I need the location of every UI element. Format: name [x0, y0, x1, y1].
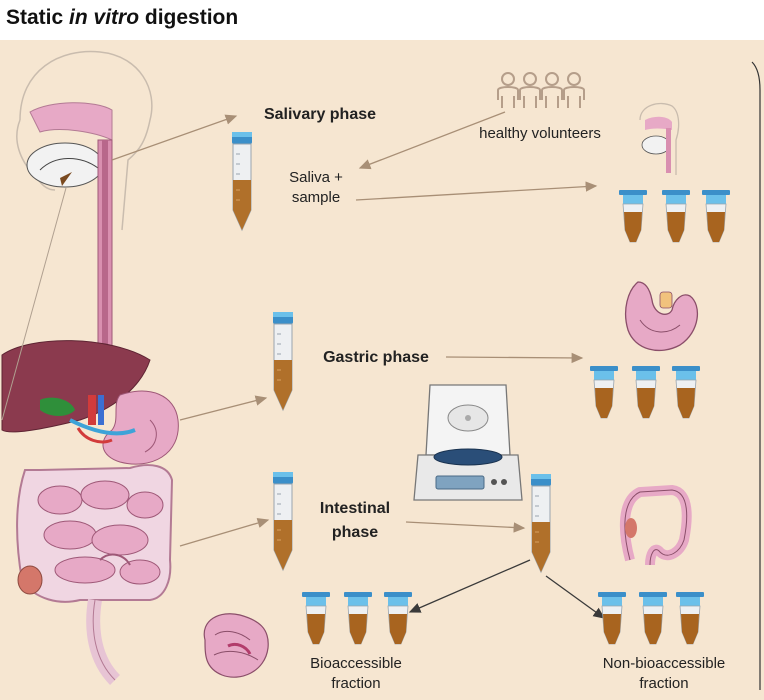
volunteers-icon — [498, 73, 584, 108]
arrow-mouth-to-salivary — [112, 116, 236, 160]
healthy-volunteers-label: healthy volunteers — [450, 124, 630, 144]
title-italic-text: in vitro — [69, 6, 139, 29]
arrow-to-non-bioaccessible — [546, 576, 604, 618]
arrow-salivary-to-aliquots — [356, 186, 596, 200]
gastric-falcon-tube — [273, 312, 293, 410]
arrow-intestinal-to-centrifuged — [406, 522, 524, 528]
salivary-phase-label: Salivary phase — [250, 105, 390, 125]
small-intestine-icon — [204, 614, 268, 677]
non-bioaccessible-tubes — [598, 592, 704, 644]
gastric-phase-label: Gastric phase — [306, 348, 446, 368]
intestinal-phase-label: Intestinal phase — [300, 497, 410, 545]
salivary-aliquot-tubes — [619, 190, 730, 242]
title-text: Static — [6, 6, 69, 29]
centrifuge-icon — [414, 385, 522, 500]
bioaccessible-tubes — [302, 592, 412, 644]
bioaccessible-fraction-label: Bioaccessible fraction — [286, 654, 426, 694]
title-text-end: digestion — [139, 6, 238, 29]
bracket-line — [752, 62, 760, 690]
saliva-label-line1: Saliva + — [268, 168, 364, 188]
bioaccessible-label-line2: fraction — [286, 674, 426, 694]
gastric-aliquot-tubes — [590, 366, 700, 418]
saliva-sample-label: Saliva + sample — [268, 168, 364, 208]
non-bioaccessible-fraction-label: Non-bioaccessible fraction — [574, 654, 754, 694]
page-title: Static in vitro digestion — [6, 6, 238, 30]
intestinal-falcon-tube — [273, 472, 293, 570]
salivary-falcon-tube — [232, 132, 252, 230]
arrow-to-bioaccessible — [410, 560, 530, 612]
saliva-label-line2: sample — [268, 188, 364, 208]
title-bar: Static in vitro digestion — [0, 0, 764, 40]
head-profile-icon — [640, 104, 679, 175]
centrifuged-falcon-tube — [531, 474, 551, 572]
arrow-stomach-to-gastric — [180, 398, 266, 420]
arrow-gastric-to-aliquots — [446, 357, 582, 358]
stomach-icon — [626, 282, 698, 350]
nonbio-label-line2: fraction — [574, 674, 754, 694]
intestinal-label-line2: phase — [300, 521, 410, 545]
arrow-intestine-to-intestinal — [180, 520, 268, 546]
bioaccessible-label-line1: Bioaccessible — [286, 654, 426, 674]
nonbio-label-line1: Non-bioaccessible — [574, 654, 754, 674]
colon-icon — [625, 490, 687, 565]
intestinal-label-line1: Intestinal — [300, 497, 410, 521]
